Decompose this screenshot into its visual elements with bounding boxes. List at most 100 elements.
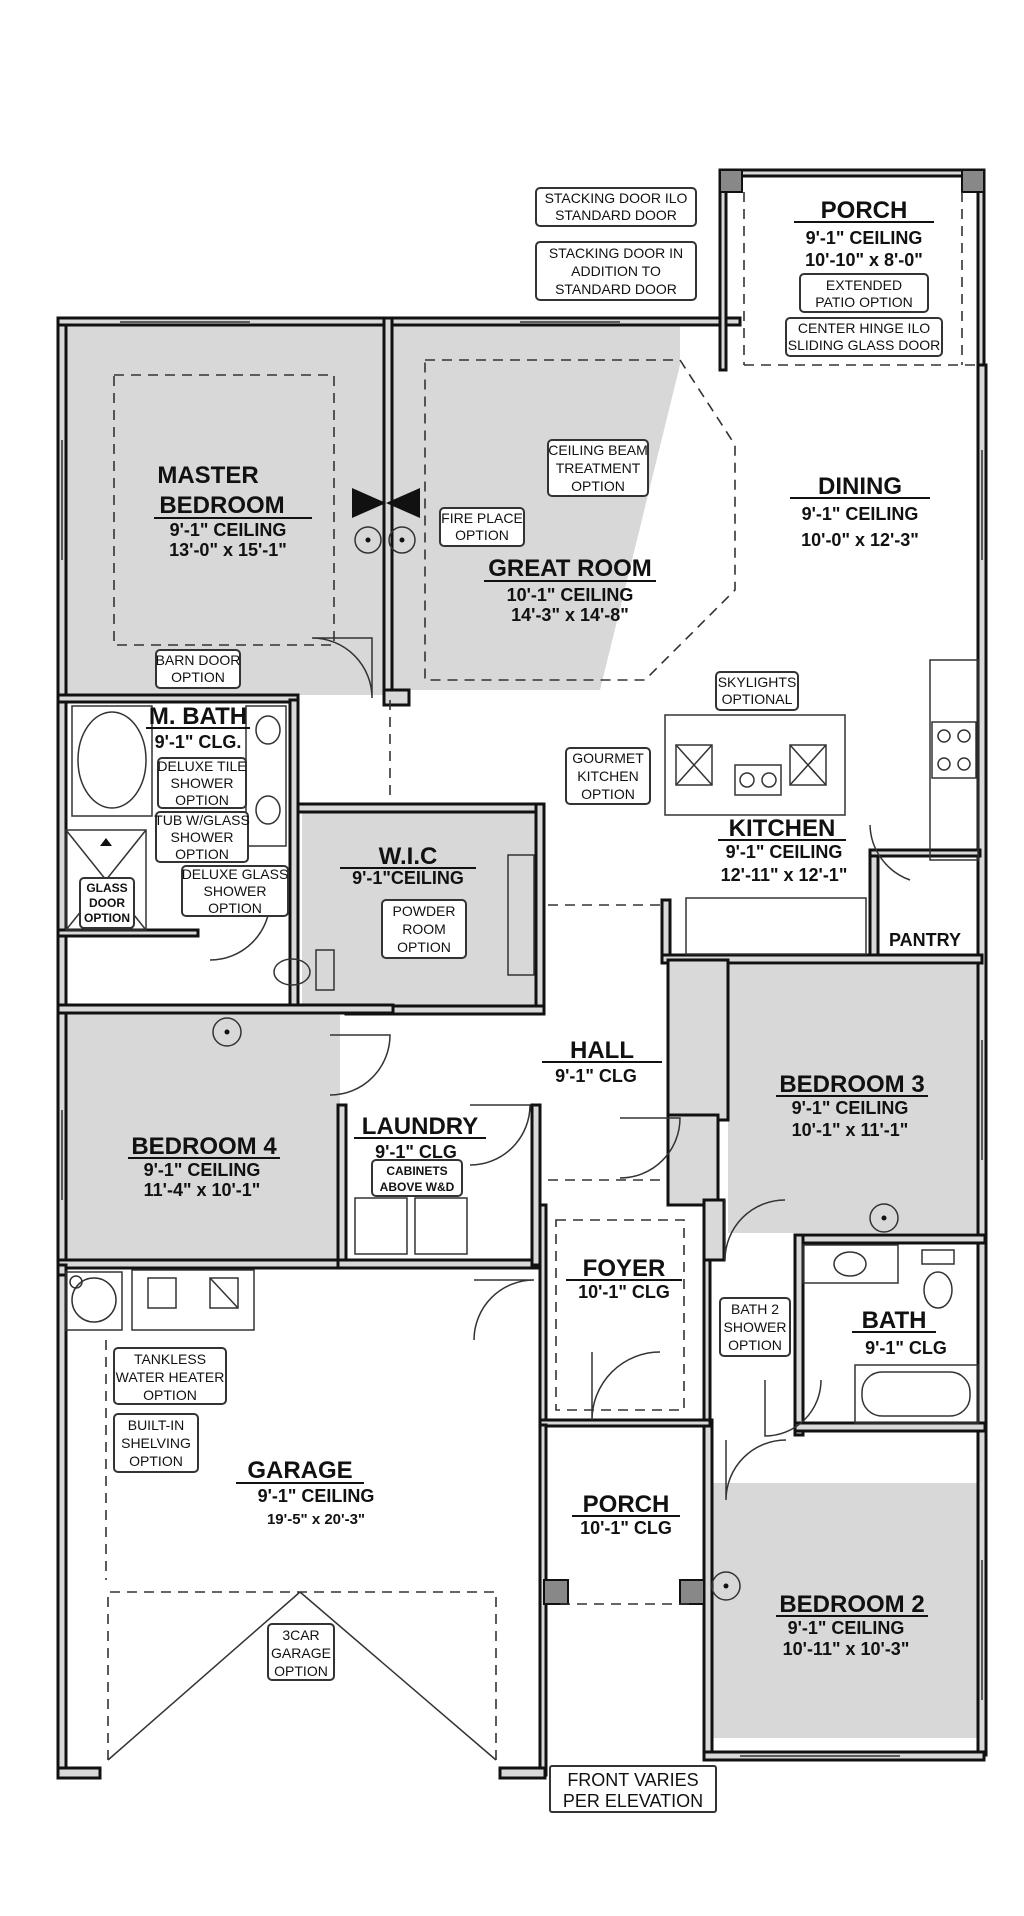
kitchen-island — [664, 714, 846, 816]
svg-text:10'-1" x 11'-1": 10'-1" x 11'-1" — [792, 1120, 909, 1140]
svg-text:TUB W/GLASS: TUB W/GLASS — [154, 812, 250, 828]
svg-text:SHOWER: SHOWER — [171, 775, 234, 791]
svg-text:STANDARD DOOR: STANDARD DOOR — [555, 207, 677, 223]
option-ceiling-beam: CEILING BEAM TREATMENT OPTION — [547, 439, 649, 497]
svg-text:BEDROOM 4: BEDROOM 4 — [131, 1133, 277, 1160]
svg-text:BEDROOM 2: BEDROOM 2 — [779, 1591, 924, 1618]
option-bath2-shower: BATH 2 SHOWER OPTION — [719, 1297, 791, 1357]
master-tub-basin — [77, 711, 147, 809]
svg-text:OPTION: OPTION — [129, 1453, 183, 1469]
svg-text:GLASS: GLASS — [86, 881, 127, 895]
svg-text:OPTION: OPTION — [274, 1663, 328, 1679]
svg-text:BATH 2: BATH 2 — [731, 1301, 779, 1317]
room-laundry: LAUNDRY 9'-1" CLG — [354, 1113, 486, 1162]
svg-text:OPTION: OPTION — [175, 846, 229, 862]
svg-text:SHELVING: SHELVING — [121, 1435, 191, 1451]
svg-text:GARAGE: GARAGE — [247, 1457, 352, 1484]
svg-text:MASTER: MASTER — [157, 462, 258, 489]
room-dining: DINING 9'-1" CEILING 10'-0" x 12'-3" — [790, 473, 930, 550]
svg-text:9'-1" CEILING: 9'-1" CEILING — [802, 504, 919, 524]
option-three-car: 3CAR GARAGE OPTION — [267, 1623, 335, 1681]
option-labels: STACKING DOOR ILO STANDARD DOOR STACKING… — [79, 187, 943, 1813]
svg-text:POWDER: POWDER — [393, 903, 456, 919]
svg-text:KITCHEN: KITCHEN — [577, 768, 638, 784]
dashed-outlines — [105, 192, 978, 1760]
master-bedroom-floor — [64, 325, 384, 695]
svg-text:OPTION: OPTION — [84, 911, 130, 925]
toilet-icon — [273, 958, 311, 986]
svg-text:STACKING DOOR ILO: STACKING DOOR ILO — [545, 190, 688, 206]
bedroom4-floor — [64, 1010, 340, 1260]
svg-text:SLIDING GLASS DOOR: SLIDING GLASS DOOR — [788, 337, 940, 353]
svg-text:9'-1"CEILING: 9'-1"CEILING — [352, 868, 464, 888]
great-room-floor — [390, 325, 680, 690]
room-porch-top: PORCH 9'-1" CEILING 10'-10" x 8'-0" — [794, 197, 934, 270]
sink-icon — [833, 1251, 867, 1277]
option-built-in-shelving: BUILT-IN SHELVING OPTION — [113, 1413, 199, 1473]
room-porch-front: PORCH 10'-1" CLG — [572, 1491, 680, 1538]
porch-post — [543, 1579, 569, 1605]
range-icon — [931, 721, 977, 779]
shower-drain-icon — [100, 838, 112, 846]
option-tub-glass: TUB W/GLASS SHOWER OPTION — [154, 811, 250, 863]
svg-text:9'-1" CLG: 9'-1" CLG — [555, 1066, 637, 1086]
room-m-bath: M. BATH 9'-1" CLG. — [146, 703, 250, 752]
svg-text:FRONT VARIES: FRONT VARIES — [567, 1770, 698, 1790]
svg-text:9'-1" CEILING: 9'-1" CEILING — [144, 1160, 261, 1180]
svg-text:ABOVE W&D: ABOVE W&D — [380, 1180, 455, 1194]
svg-text:SKYLIGHTS: SKYLIGHTS — [718, 674, 797, 690]
sink-icon — [255, 795, 281, 825]
svg-text:SHOWER: SHOWER — [724, 1319, 787, 1335]
svg-text:WATER HEATER: WATER HEATER — [116, 1369, 225, 1385]
svg-text:13'-0" x 15'-1": 13'-0" x 15'-1" — [169, 540, 287, 560]
dryer-icon — [414, 1197, 468, 1255]
option-powder-room: POWDER ROOM OPTION — [381, 899, 467, 959]
ceiling-light-icon — [212, 1017, 242, 1047]
svg-text:EXTENDED: EXTENDED — [826, 277, 902, 293]
option-center-hinge: CENTER HINGE ILO SLIDING GLASS DOOR — [785, 317, 943, 357]
svg-text:DOOR: DOOR — [89, 896, 125, 910]
option-glass-door: GLASS DOOR OPTION — [79, 877, 135, 929]
svg-text:CEILING BEAM: CEILING BEAM — [548, 442, 648, 458]
option-tankless: TANKLESS WATER HEATER OPTION — [113, 1347, 227, 1405]
svg-text:OPTION: OPTION — [581, 786, 635, 802]
svg-text:10'-10" x 8'-0": 10'-10" x 8'-0" — [805, 250, 923, 270]
svg-text:11'-4" x 10'-1": 11'-4" x 10'-1" — [144, 1180, 261, 1200]
svg-text:BEDROOM 3: BEDROOM 3 — [779, 1071, 924, 1098]
option-deluxe-glass: DELUXE GLASS SHOWER OPTION — [181, 865, 289, 917]
svg-text:OPTION: OPTION — [728, 1337, 782, 1353]
svg-text:TREATMENT: TREATMENT — [556, 460, 641, 476]
svg-text:9'-1" CEILING: 9'-1" CEILING — [806, 228, 923, 248]
svg-text:LAUNDRY: LAUNDRY — [362, 1113, 478, 1140]
svg-text:STACKING DOOR IN: STACKING DOOR IN — [549, 245, 683, 261]
svg-text:10'-11" x 10'-3": 10'-11" x 10'-3" — [783, 1639, 910, 1659]
option-deluxe-tile: DELUXE TILE SHOWER OPTION — [157, 757, 247, 809]
svg-text:FIRE PLACE: FIRE PLACE — [441, 510, 523, 526]
room-bedroom3: BEDROOM 3 9'-1" CEILING 10'-1" x 11'-1" — [776, 1071, 928, 1140]
svg-text:OPTION: OPTION — [175, 792, 229, 808]
svg-text:BUILT-IN: BUILT-IN — [128, 1417, 185, 1433]
svg-text:PORCH: PORCH — [583, 1491, 670, 1518]
svg-text:PORCH: PORCH — [821, 197, 908, 224]
svg-text:W.I.C: W.I.C — [379, 843, 438, 870]
room-pantry: PANTRY — [889, 930, 961, 950]
svg-text:10'-1" CLG: 10'-1" CLG — [578, 1282, 670, 1302]
option-cabinets: CABINETS ABOVE W&D — [371, 1159, 463, 1197]
room-wic: W.I.C 9'-1"CEILING — [340, 843, 476, 888]
room-hall: HALL 9'-1" CLG — [542, 1037, 662, 1086]
room-garage: GARAGE 9'-1" CEILING 19'-5" x 20'-3" — [236, 1457, 374, 1528]
svg-text:ROOM: ROOM — [402, 921, 446, 937]
svg-text:SHOWER: SHOWER — [171, 829, 234, 845]
ceiling-light-icon — [869, 1203, 899, 1233]
svg-text:OPTION: OPTION — [171, 669, 225, 685]
svg-text:OPTION: OPTION — [455, 527, 509, 543]
svg-text:9'-1" CEILING: 9'-1" CEILING — [726, 842, 843, 862]
room-fills — [64, 172, 984, 1738]
svg-text:OPTION: OPTION — [208, 900, 262, 916]
room-great-room: GREAT ROOM 10'-1" CEILING 14'-3" x 14'-8… — [484, 555, 656, 625]
svg-text:BATH: BATH — [862, 1307, 927, 1334]
svg-text:14'-3" x 14'-8": 14'-3" x 14'-8" — [511, 605, 629, 625]
svg-text:BARN DOOR: BARN DOOR — [156, 652, 241, 668]
svg-text:OPTION: OPTION — [143, 1387, 197, 1403]
svg-text:TANKLESS: TANKLESS — [134, 1351, 206, 1367]
